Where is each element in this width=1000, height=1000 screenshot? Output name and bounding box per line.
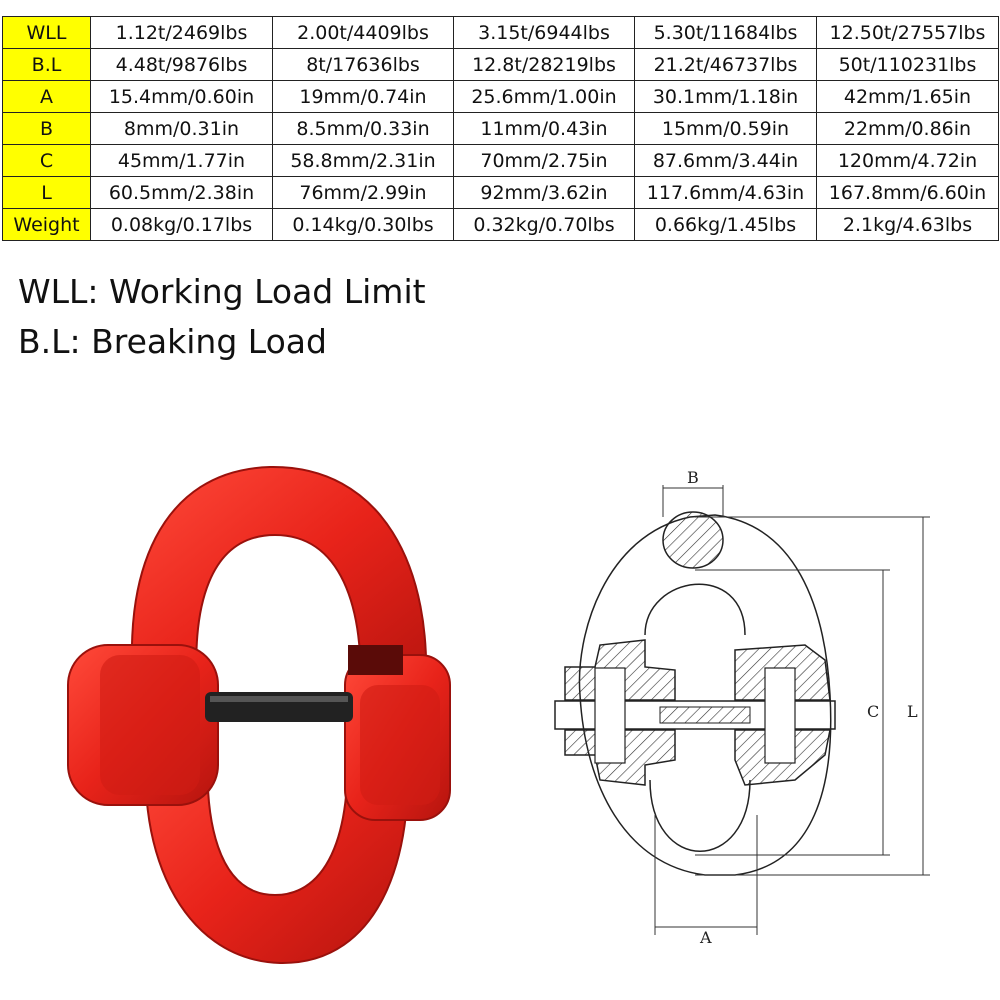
table-row-a: A 15.4mm/0.60in 19mm/0.74in 25.6mm/1.00i… (2, 80, 999, 113)
table-cell: 60.5mm/2.38in (90, 176, 273, 209)
inner-lower-opening (649, 779, 751, 852)
table-cell: 50t/110231lbs (816, 48, 999, 81)
table-cell: 8t/17636lbs (272, 48, 454, 81)
dimension-label-a: A (699, 928, 712, 945)
table-cell: 11mm/0.43in (453, 112, 635, 145)
table-cell: 87.6mm/3.44in (634, 144, 817, 177)
table-cell: 92mm/3.62in (453, 176, 635, 209)
table-row-bl: B.L 4.48t/9876lbs 8t/17636lbs 12.8t/2821… (2, 48, 999, 81)
table-cell: 12.50t/27557lbs (816, 16, 999, 49)
table-cell: 15mm/0.59in (634, 112, 817, 145)
table-cell: 0.32kg/0.70lbs (453, 208, 635, 241)
table-cell: 15.4mm/0.60in (90, 80, 273, 113)
table-row-wll: WLL 1.12t/2469lbs 2.00t/4409lbs 3.15t/69… (2, 16, 999, 49)
table-cell: 4.48t/9876lbs (90, 48, 273, 81)
row-label: B.L (2, 48, 91, 81)
table-cell: 76mm/2.99in (272, 176, 454, 209)
table-cell: 70mm/2.75in (453, 144, 635, 177)
table-cell: 0.08kg/0.17lbs (90, 208, 273, 241)
table-cell: 8.5mm/0.33in (272, 112, 454, 145)
connecting-link-photo (67, 465, 451, 965)
table-cell: 3.15t/6944lbs (453, 16, 635, 49)
table-cell: 22mm/0.86in (816, 112, 999, 145)
table-cell: 21.2t/46737lbs (634, 48, 817, 81)
table-cell: 19mm/0.74in (272, 80, 454, 113)
table-cell: 120mm/4.72in (816, 144, 999, 177)
dimension-label-c: C (867, 702, 879, 721)
table-cell: 2.1kg/4.63lbs (816, 208, 999, 241)
table-row-weight: Weight 0.08kg/0.17lbs 0.14kg/0.30lbs 0.3… (2, 208, 999, 241)
table-cell: 45mm/1.77in (90, 144, 273, 177)
table-cell: 12.8t/28219lbs (453, 48, 635, 81)
row-label: C (2, 144, 91, 177)
table-cell: 117.6mm/4.63in (634, 176, 817, 209)
pin-drawing (554, 700, 836, 730)
table-cell: 25.6mm/1.00in (453, 80, 635, 113)
table-cell: 8mm/0.31in (90, 112, 273, 145)
table-row-l: L 60.5mm/2.38in 76mm/2.99in 92mm/3.62in … (2, 176, 999, 209)
table-cell: 1.12t/2469lbs (90, 16, 273, 49)
legend-wll: WLL: Working Load Limit (18, 272, 426, 311)
inner-upper-opening (644, 583, 746, 636)
table-cell: 2.00t/4409lbs (272, 16, 454, 49)
connecting-link-drawing: B C L A (554, 468, 930, 945)
table-cell: 0.14kg/0.30lbs (272, 208, 454, 241)
table-cell: 58.8mm/2.31in (272, 144, 454, 177)
table-cell: 5.30t/11684lbs (634, 16, 817, 49)
table-row-b: B 8mm/0.31in 8.5mm/0.33in 11mm/0.43in 15… (2, 112, 999, 145)
spec-table: WLL 1.12t/2469lbs 2.00t/4409lbs 3.15t/69… (2, 16, 999, 241)
table-cell: 0.66kg/1.45lbs (634, 208, 817, 241)
legend-bl: B.L: Breaking Load (18, 322, 327, 361)
row-label: L (2, 176, 91, 209)
row-label: A (2, 80, 91, 113)
table-cell: 42mm/1.65in (816, 80, 999, 113)
section-b (662, 511, 724, 569)
table-cell: 30.1mm/1.18in (634, 80, 817, 113)
dimension-label-l: L (907, 702, 918, 721)
table-row-c: C 45mm/1.77in 58.8mm/2.31in 70mm/2.75in … (2, 144, 999, 177)
row-label: Weight (2, 208, 91, 241)
dimension-label-b: B (687, 468, 699, 487)
row-label: WLL (2, 16, 91, 49)
row-label: B (2, 112, 91, 145)
table-cell: 167.8mm/6.60in (816, 176, 999, 209)
